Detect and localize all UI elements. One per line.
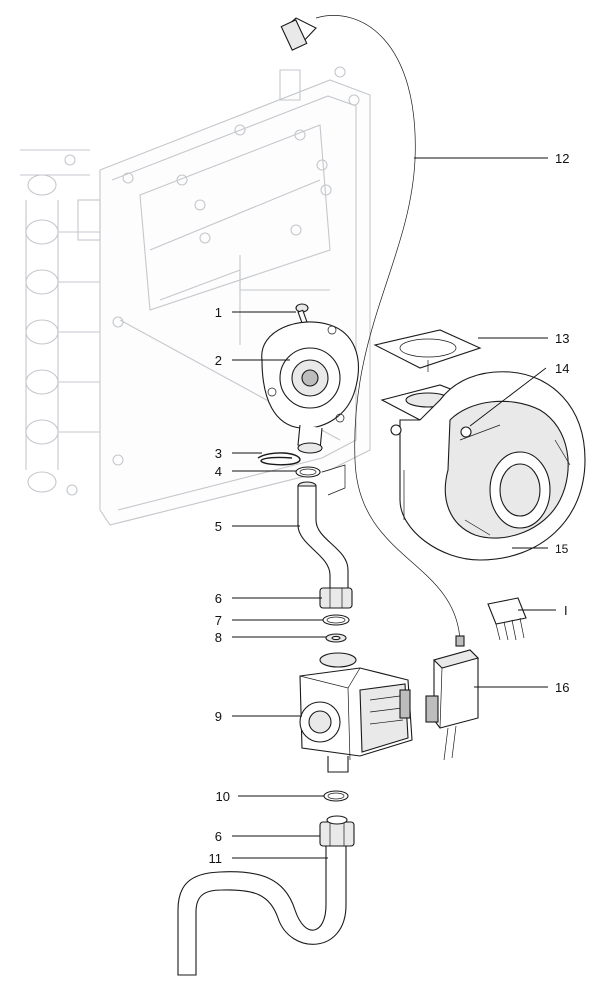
callout-7: 7 [215, 613, 222, 628]
callout-6-lower: 6 [215, 829, 222, 844]
wiring-connector [487, 597, 527, 641]
ignition-cable [280, 15, 465, 647]
callout-3: 3 [215, 446, 222, 461]
fan-gasket [373, 329, 482, 372]
callout-6-upper: 6 [215, 591, 222, 606]
frame-bolts-ghost [64, 66, 360, 496]
gas-pipe-upper [297, 481, 349, 591]
callout-8: 8 [215, 630, 222, 645]
callout-5: 5 [215, 519, 222, 534]
callout-9: 9 [215, 709, 222, 724]
gas-pipe-lower [177, 845, 347, 976]
ignition-transformer [425, 649, 480, 761]
callout-11: 11 [209, 851, 223, 866]
union-nut-upper [319, 587, 353, 609]
gas-valve [299, 652, 413, 773]
callout-13: 13 [555, 331, 569, 346]
callout-1: 1 [215, 305, 222, 320]
callout-2: 2 [215, 353, 222, 368]
callout-10: 10 [216, 789, 230, 804]
callout-14: 14 [555, 361, 569, 376]
callout-16: 16 [555, 680, 569, 695]
o-ring-top [295, 464, 346, 496]
washer [325, 633, 347, 643]
callout-I: I [564, 603, 568, 618]
union-nut-lower [319, 815, 355, 847]
o-ring-bottom [323, 790, 349, 802]
burner-cover-plate [261, 321, 359, 454]
screw [295, 303, 309, 325]
heat-exchanger-frame-ghost [20, 66, 371, 526]
side-pipes-ghost [20, 149, 101, 493]
o-ring-middle [322, 614, 350, 626]
callout-12: 12 [555, 151, 569, 166]
callout-15: 15 [555, 542, 569, 556]
callout-labels: 1 2 3 4 5 6 7 8 9 10 6 11 12 13 14 15 I … [209, 151, 570, 866]
fan-assembly [380, 371, 586, 561]
leader-lines [232, 157, 556, 859]
callout-4: 4 [215, 464, 222, 479]
spring-clip [257, 452, 301, 466]
